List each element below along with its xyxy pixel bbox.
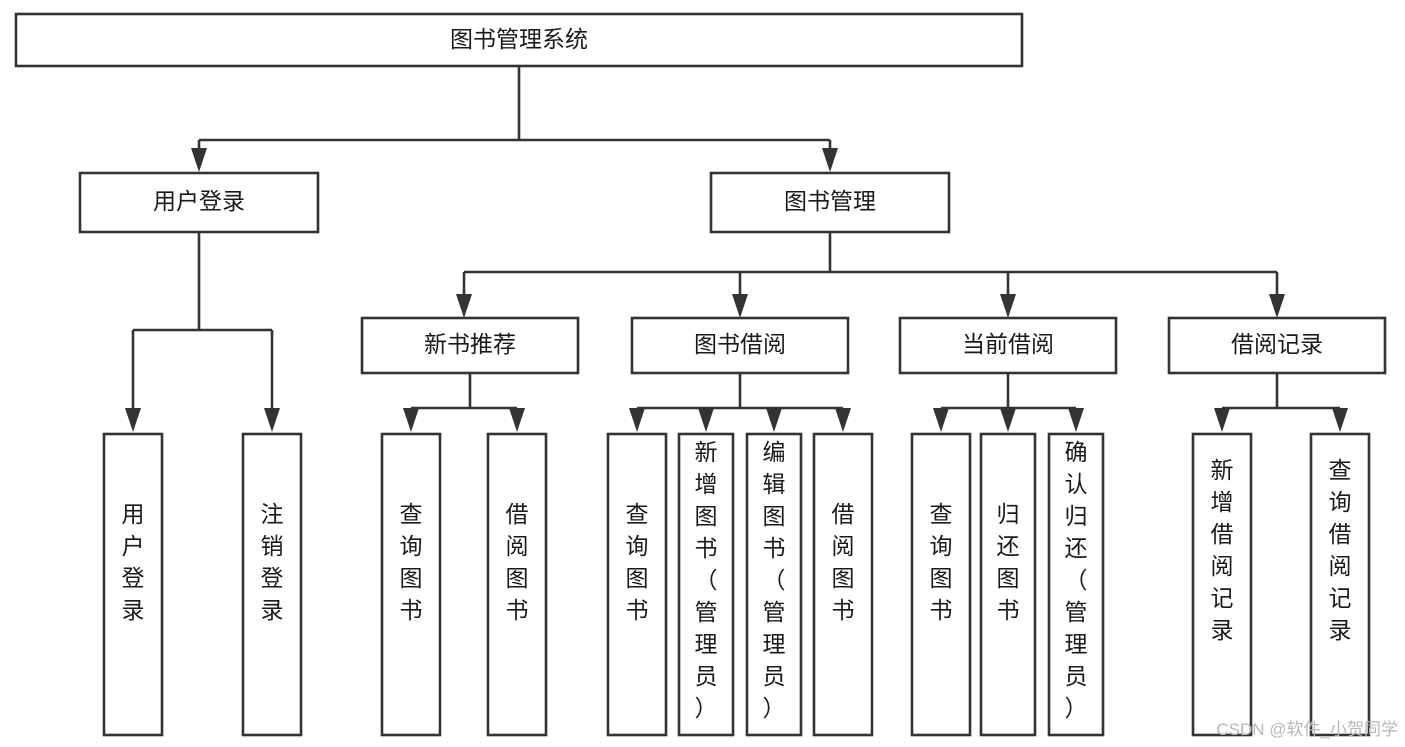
leaf-current-borrow-1-box[interactable] xyxy=(910,432,972,737)
leaf-current-borrow-3[interactable]: 确认归还（管理员） xyxy=(1047,432,1105,737)
arrow-user-leaf-2 xyxy=(264,408,280,432)
leaf-records-2[interactable]: 查询借阅记录 xyxy=(1309,432,1371,737)
leaf-current-borrow-2-label: 归还图书 xyxy=(997,501,1020,623)
arrow-to-user-login xyxy=(191,148,207,172)
arrow-current-leaf-2 xyxy=(1000,408,1016,432)
arrow-borrow-leaf-4 xyxy=(835,408,851,432)
leaf-new-book-2-label: 借阅图书 xyxy=(506,501,529,623)
leaf-new-book-1-label: 查询图书 xyxy=(400,501,423,623)
node-current-borrow[interactable]: 当前借阅 xyxy=(898,316,1118,375)
leaf-book-borrow-4-box[interactable] xyxy=(812,432,874,737)
node-user-login[interactable]: 用户登录 xyxy=(78,171,320,234)
arrow-to-borrow-records xyxy=(1269,294,1285,318)
node-new-book-recommend-label: 新书推荐 xyxy=(424,331,516,357)
leaf-user-login-1-label: 用户登录 xyxy=(122,501,145,623)
arrow-newbook-leaf-2 xyxy=(509,408,525,432)
leaf-records-2-label: 查询借阅记录 xyxy=(1329,457,1352,643)
leaf-records-1-box[interactable] xyxy=(1191,432,1253,737)
leaf-new-book-1-box[interactable] xyxy=(380,432,442,737)
node-current-borrow-label: 当前借阅 xyxy=(962,331,1054,357)
leaf-new-book-2[interactable]: 借阅图书 xyxy=(486,432,548,737)
arrow-to-book-management xyxy=(822,148,838,172)
node-new-book-recommend-box[interactable] xyxy=(360,316,580,375)
node-root-box[interactable] xyxy=(14,12,1024,68)
node-root[interactable]: 图书管理系统 xyxy=(14,12,1024,68)
leaf-records-1[interactable]: 新增借阅记录 xyxy=(1191,432,1253,737)
leaf-book-borrow-3[interactable]: 编辑图书（管理员） xyxy=(745,432,803,737)
leaf-user-login-2-label: 注销登录 xyxy=(261,501,284,623)
node-user-login-label: 用户登录 xyxy=(153,188,245,214)
arrow-newbook-leaf-1 xyxy=(403,408,419,432)
node-book-management-label: 图书管理 xyxy=(784,188,876,214)
node-borrow-records-box[interactable] xyxy=(1167,316,1387,375)
watermark-label: CSDN @软件_小贺同学 xyxy=(1216,720,1398,739)
arrow-user-leaf-1 xyxy=(125,408,141,432)
connector-layer xyxy=(125,66,1348,432)
leaf-book-borrow-2-label: 新增图书（管理员） xyxy=(695,439,718,721)
leaf-records-2-box[interactable] xyxy=(1309,432,1371,737)
node-book-management[interactable]: 图书管理 xyxy=(709,171,951,234)
leaf-book-borrow-3-label: 编辑图书（管理员） xyxy=(763,439,786,721)
leaf-user-login-2-box[interactable] xyxy=(241,432,303,737)
arrow-current-leaf-3 xyxy=(1068,408,1084,432)
leaf-book-borrow-3-box[interactable] xyxy=(745,432,803,737)
leaf-records-1-label: 新增借阅记录 xyxy=(1211,457,1234,643)
arrow-to-current-borrow xyxy=(1000,294,1016,318)
leaf-current-borrow-3-box[interactable] xyxy=(1047,432,1105,737)
arrow-records-leaf-2 xyxy=(1332,408,1348,432)
leaf-book-borrow-2-box[interactable] xyxy=(677,432,735,737)
node-borrow-records[interactable]: 借阅记录 xyxy=(1167,316,1387,375)
node-book-borrow-box[interactable] xyxy=(630,316,850,375)
leaf-user-login-1[interactable]: 用户登录 xyxy=(102,432,164,737)
arrow-borrow-leaf-3 xyxy=(766,408,782,432)
leaf-current-borrow-1-label: 查询图书 xyxy=(930,501,953,623)
leaf-book-borrow-4-label: 借阅图书 xyxy=(832,501,855,623)
arrow-borrow-leaf-1 xyxy=(629,408,645,432)
leaf-current-borrow-1[interactable]: 查询图书 xyxy=(910,432,972,737)
node-user-login-box[interactable] xyxy=(78,171,320,234)
node-book-borrow-label: 图书借阅 xyxy=(694,331,786,357)
leaf-new-book-1[interactable]: 查询图书 xyxy=(380,432,442,737)
leaf-user-login-2[interactable]: 注销登录 xyxy=(241,432,303,737)
leaf-new-book-2-box[interactable] xyxy=(486,432,548,737)
leaf-book-borrow-1-box[interactable] xyxy=(606,432,668,737)
leaf-book-borrow-2[interactable]: 新增图书（管理员） xyxy=(677,432,735,737)
leaf-book-borrow-1-label: 查询图书 xyxy=(626,501,649,623)
leaf-book-borrow-4[interactable]: 借阅图书 xyxy=(812,432,874,737)
arrow-borrow-leaf-2 xyxy=(698,408,714,432)
node-book-borrow[interactable]: 图书借阅 xyxy=(630,316,850,375)
arrow-current-leaf-1 xyxy=(933,408,949,432)
arrow-to-book-borrow xyxy=(732,294,748,318)
leaf-current-borrow-2-box[interactable] xyxy=(979,432,1037,737)
leaf-book-borrow-1[interactable]: 查询图书 xyxy=(606,432,668,737)
node-current-borrow-box[interactable] xyxy=(898,316,1118,375)
node-new-book-recommend[interactable]: 新书推荐 xyxy=(360,316,580,375)
leaf-current-borrow-3-label: 确认归还（管理员） xyxy=(1065,439,1088,721)
node-book-management-box[interactable] xyxy=(709,171,951,234)
leaf-user-login-1-box[interactable] xyxy=(102,432,164,737)
arrow-records-leaf-1 xyxy=(1214,408,1230,432)
node-root-label: 图书管理系统 xyxy=(450,26,588,52)
arrow-to-new-book xyxy=(456,294,472,318)
node-borrow-records-label: 借阅记录 xyxy=(1231,331,1323,357)
leaf-current-borrow-2[interactable]: 归还图书 xyxy=(979,432,1037,737)
